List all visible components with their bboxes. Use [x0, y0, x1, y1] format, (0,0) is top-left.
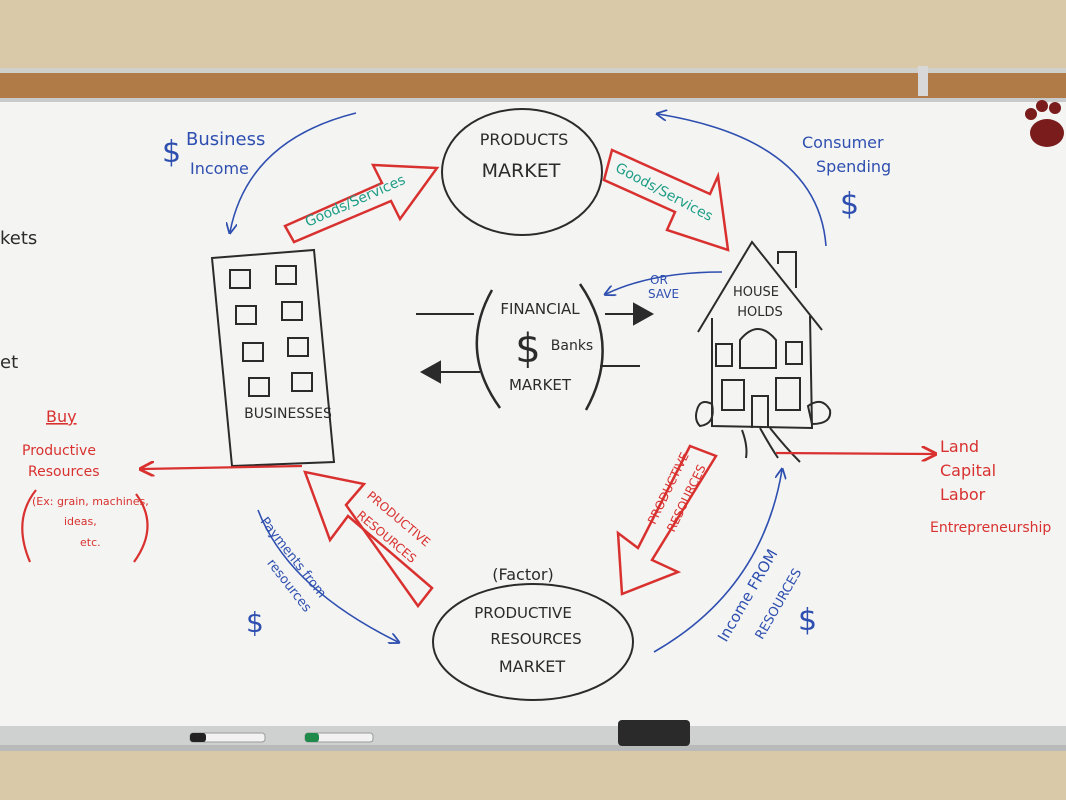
buy-resources-label: Buy Productive Resources (Ex: grain, mac…	[22, 407, 149, 549]
financial-dollar-sign: $	[515, 326, 540, 372]
left-edge-text-1: kets	[0, 228, 37, 249]
business-income-line-1: Business	[186, 129, 265, 150]
households-house	[695, 240, 832, 463]
paw-print-icon	[1025, 100, 1064, 147]
consumer-spending-sign: $	[840, 187, 859, 222]
factors-list: Land Capital Labor Entrepreneurship	[930, 437, 1051, 536]
consumer-spending-line-1: Consumer	[802, 133, 884, 152]
buy-line-2: Productive	[22, 443, 96, 459]
left-edge-text-2: et	[0, 352, 18, 373]
business-income-sign: $	[162, 135, 181, 170]
households-label-1: HOUSE	[733, 285, 779, 300]
factor-label: (Factor)	[492, 565, 553, 584]
resources-market-label-1: PRODUCTIVE	[474, 604, 572, 622]
factor-capital: Capital	[940, 461, 996, 480]
green-marker[interactable]	[304, 732, 374, 743]
financial-market-brackets	[475, 283, 604, 411]
business-income-line-2: Income	[190, 159, 249, 178]
marker-tray-lip	[0, 745, 1066, 751]
financial-arrows	[416, 302, 655, 384]
consumer-spending-line-2: Spending	[816, 157, 891, 176]
consumer-spending-label: Consumer Spending $	[802, 133, 891, 222]
map-clip	[918, 66, 928, 96]
money-flow-arrows	[230, 113, 827, 653]
factor-land: Land	[940, 437, 979, 456]
income-resources-sign: $	[798, 603, 817, 638]
resources-market-node	[432, 583, 634, 701]
business-income-label: $ Business Income	[162, 129, 265, 178]
products-market-node	[441, 108, 603, 236]
buy-line-1: Buy	[46, 407, 77, 426]
buy-line-3: Resources	[28, 464, 100, 480]
businesses-label: BUSINESSES	[244, 406, 332, 422]
or-save-line-2: SAVE	[648, 287, 679, 301]
households-label-2: HOLDS	[737, 305, 783, 320]
or-save-label: OR SAVE	[648, 273, 679, 301]
eraser[interactable]	[618, 720, 690, 746]
buy-line-5: ideas,	[64, 515, 97, 528]
black-marker[interactable]	[189, 732, 266, 743]
buy-line-4: (Ex: grain, machines,	[32, 495, 149, 508]
financial-banks-label: Banks	[551, 338, 593, 354]
payments-sign: $	[246, 606, 264, 639]
cork-strip	[0, 72, 1066, 98]
factor-entrepreneurship: Entrepreneurship	[930, 520, 1051, 536]
financial-market-label-top: FINANCIAL	[500, 300, 580, 318]
buy-line-6: etc.	[80, 536, 101, 549]
resources-market-label-3: MARKET	[499, 657, 565, 676]
red-flow-arrows	[21, 453, 934, 563]
products-market-label-2: MARKET	[482, 160, 561, 182]
or-save-line-1: OR	[650, 273, 668, 287]
board-frame-top	[0, 98, 1066, 102]
cork-rail	[0, 68, 1066, 73]
whiteboard	[0, 100, 1066, 728]
resources-market-label-2: RESOURCES	[490, 630, 581, 648]
businesses-building	[210, 248, 336, 468]
financial-market-label-bottom: MARKET	[509, 376, 572, 394]
products-market-label-1: PRODUCTS	[480, 130, 569, 149]
factor-labor: Labor	[940, 485, 986, 504]
